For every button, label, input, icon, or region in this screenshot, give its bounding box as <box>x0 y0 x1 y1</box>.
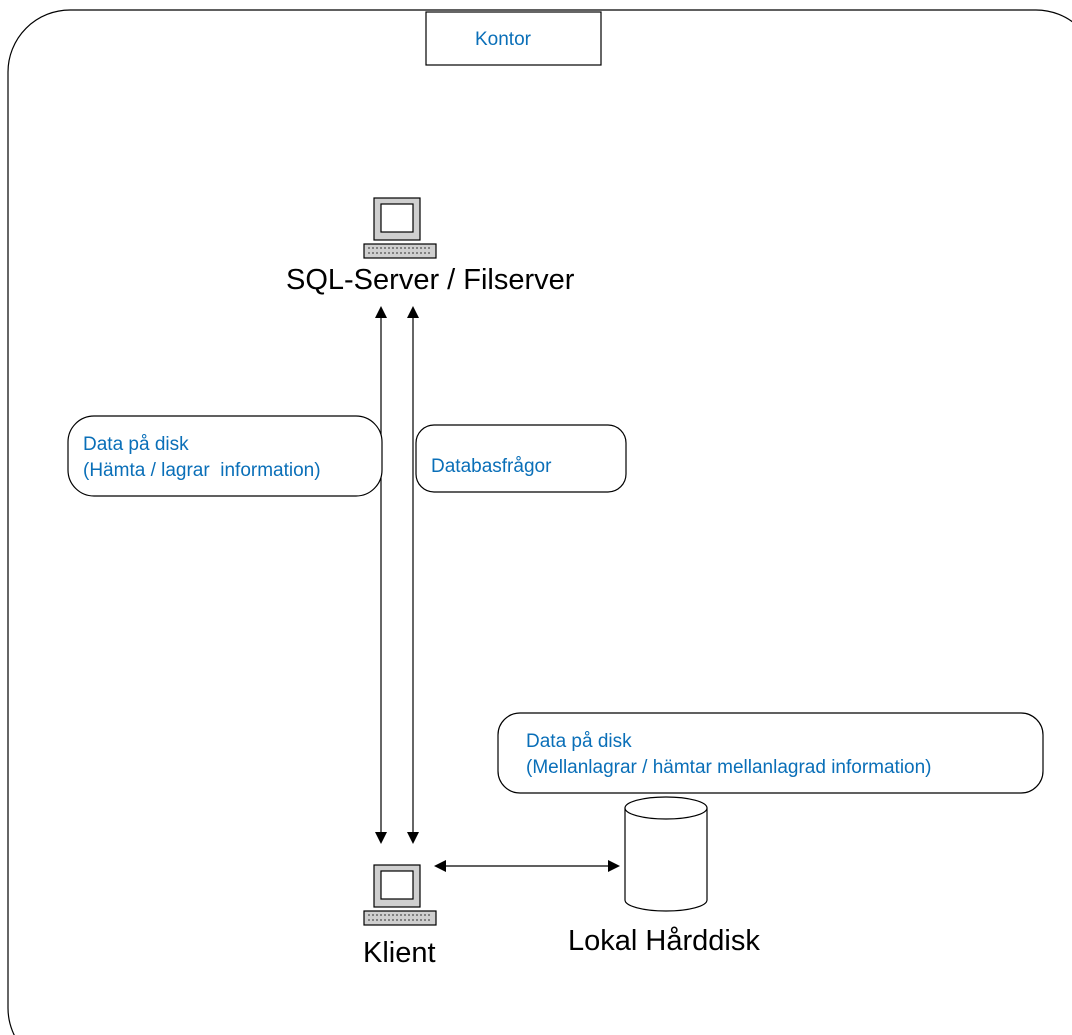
note-server-disk-line2: (Hämta / lagrar information) <box>83 460 321 481</box>
note-server-disk-line1: Data på disk <box>83 434 189 455</box>
note-queries-text: Databasfrågor <box>431 456 552 477</box>
note-local-disk-line1: Data på disk <box>526 731 632 752</box>
server-label: SQL-Server / Filserver <box>286 264 575 296</box>
note-local-disk-line2: (Mellanlagrar / hämtar mellanlagrad info… <box>526 757 932 778</box>
client-computer-icon <box>363 864 437 926</box>
server-computer-icon <box>363 197 437 259</box>
disk-label: Lokal Hårddisk <box>568 925 760 957</box>
office-boundary <box>7 9 1072 1035</box>
note-server-disk-text: Data på disk (Hämta / lagrar information… <box>83 432 321 484</box>
note-bubble-server-disk <box>67 415 383 497</box>
client-label: Klient <box>363 937 436 969</box>
note-bubble-local-disk <box>497 712 1044 794</box>
local-disk-cylinder-icon <box>624 796 708 912</box>
note-local-disk-text: Data på disk (Mellanlagrar / hämtar mell… <box>526 729 932 781</box>
title-box <box>425 11 602 66</box>
note-bubble-queries <box>415 424 627 493</box>
title-label: Kontor <box>475 29 531 50</box>
